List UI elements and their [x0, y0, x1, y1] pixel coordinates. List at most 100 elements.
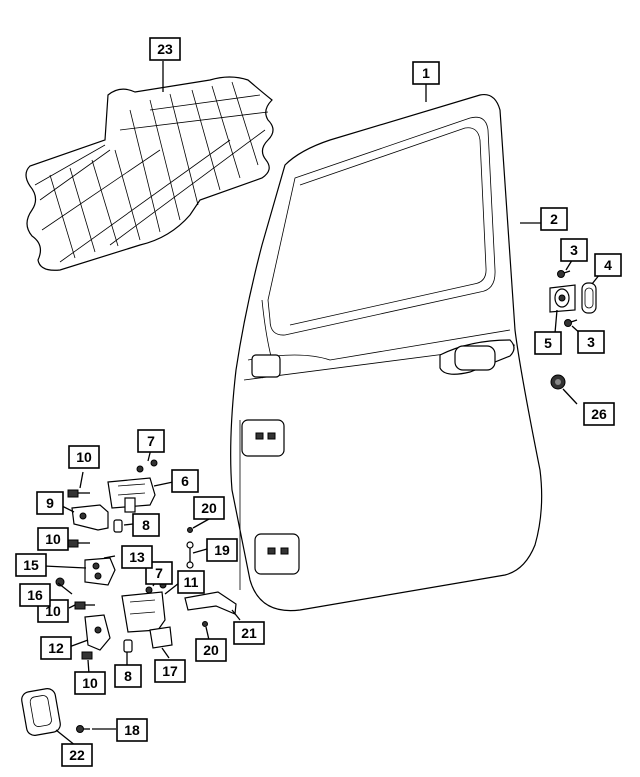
callout-box [534, 331, 562, 355]
callout-box [36, 491, 64, 515]
callout-box [137, 429, 165, 453]
callout-c7a: 7 [137, 429, 165, 453]
callout-number: 10 [45, 603, 61, 619]
callout-number: 21 [241, 625, 257, 641]
callout-number: 10 [45, 531, 61, 547]
callout-number: 12 [48, 640, 64, 656]
part-20-screw-upper [187, 527, 193, 533]
callout-box [577, 330, 605, 354]
callout-number: 15 [23, 557, 39, 573]
part-10-bolt-a [67, 489, 90, 498]
callout-number: 5 [544, 335, 552, 351]
callout-c6: 6 [171, 469, 199, 493]
part-15-check-arm [84, 557, 116, 586]
callout-box [114, 664, 142, 688]
callout-box [560, 238, 588, 262]
callout-c10d: 10 [74, 671, 106, 695]
callout-box [177, 570, 205, 594]
part-26-nut [550, 374, 566, 390]
callout-number: 22 [69, 747, 85, 763]
callout-c10b: 10 [37, 527, 69, 551]
part-22-handle [21, 688, 61, 736]
callout-number: 10 [82, 675, 98, 691]
callout-number: 23 [157, 41, 173, 57]
callout-box [15, 553, 47, 577]
callout-number: 13 [129, 549, 145, 565]
callout-number: 3 [570, 242, 578, 258]
callout-c23: 23 [149, 37, 181, 61]
callout-box [74, 671, 106, 695]
part-8-pin-upper [113, 519, 123, 533]
part-23-watershield [25, 76, 274, 271]
callout-box [149, 37, 181, 61]
callout-number: 3 [587, 334, 595, 350]
callout-number: 10 [76, 449, 92, 465]
part-10-bolt-b [67, 539, 90, 548]
callout-c3b: 3 [577, 330, 605, 354]
callout-number: 17 [162, 663, 178, 679]
callout-box [412, 61, 440, 85]
callout-c4: 4 [594, 253, 622, 277]
part-20-screw-lower [202, 621, 208, 627]
callout-box [132, 513, 160, 537]
callout-c12: 12 [40, 636, 72, 660]
callout-number: 4 [604, 257, 612, 273]
callout-c8b: 8 [114, 664, 142, 688]
callout-number: 20 [201, 500, 217, 516]
callout-c13: 13 [121, 545, 153, 569]
callout-c3a: 3 [560, 238, 588, 262]
callout-c18: 18 [116, 718, 148, 742]
callout-number: 7 [147, 433, 155, 449]
callout-number: 7 [155, 565, 163, 581]
callout-c5: 5 [534, 331, 562, 355]
part-16-nut [55, 577, 65, 587]
callout-number: 11 [184, 574, 199, 590]
callout-number: 8 [124, 668, 132, 684]
part-11-lower-hinge [121, 591, 166, 633]
callout-c21: 21 [233, 621, 265, 645]
callout-box [154, 659, 186, 683]
callout-box [594, 253, 622, 277]
callout-number: 19 [214, 542, 230, 558]
part-19-rod [186, 541, 194, 569]
callout-number: 8 [142, 517, 150, 533]
part-4-cover [581, 282, 597, 314]
callout-box [171, 469, 199, 493]
part-5-striker [549, 284, 576, 313]
part-18-screw [76, 725, 90, 733]
callout-number: 18 [124, 722, 140, 738]
callout-c22: 22 [61, 743, 93, 767]
part-3-screw-upper [557, 270, 571, 278]
callout-c20b: 20 [195, 638, 227, 662]
callout-c20a: 20 [193, 496, 225, 520]
callout-box [206, 538, 238, 562]
callout-box [37, 527, 69, 551]
callout-c8a: 8 [132, 513, 160, 537]
callout-box [195, 638, 227, 662]
callout-number: 9 [46, 495, 54, 511]
part-21-check-strap [184, 591, 237, 615]
callout-c9: 9 [36, 491, 64, 515]
callout-box [61, 743, 93, 767]
callout-number: 26 [591, 406, 607, 422]
part-7-bolts-upper [136, 459, 158, 473]
part-10-bolt-c [74, 601, 95, 610]
part-3-screw-lower [564, 319, 578, 327]
callout-box [19, 583, 51, 607]
callout-box [40, 636, 72, 660]
callout-box [233, 621, 265, 645]
part-9-hinge-plate [71, 504, 109, 531]
part-1-door-shell [230, 93, 543, 612]
callout-c19: 19 [206, 538, 238, 562]
callout-labels: 1 23 3 4 5 6 7 7 8 8 9 10 10 10 10 11 12 13 15 16 17 18 19 20 20… [15, 37, 622, 767]
callout-c11: 11 [177, 570, 205, 594]
callout-c16: 16 [19, 583, 51, 607]
part-6-upper-hinge [107, 477, 156, 513]
callout-box [68, 445, 100, 469]
part-10-bolt-d [81, 651, 93, 660]
part-12-hinge-plate-lower [84, 614, 111, 651]
callout-number: 6 [181, 473, 189, 489]
callout-c1: 1 [412, 61, 440, 85]
